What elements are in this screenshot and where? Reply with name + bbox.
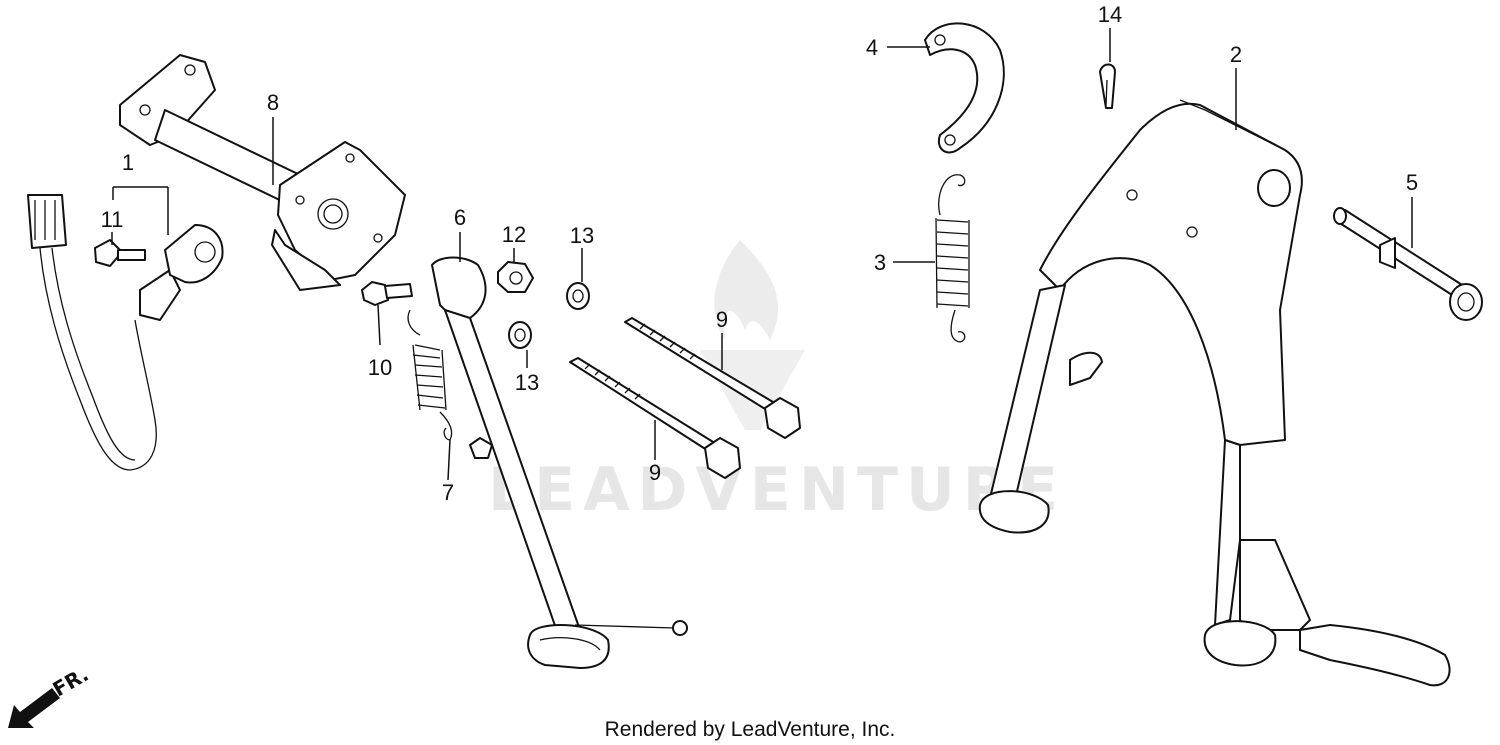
part-13-washer-lower (508, 321, 532, 349)
front-arrow-icon (8, 688, 60, 728)
part-7-spring (407, 309, 453, 441)
part-2-main-stand (978, 99, 1451, 687)
callout-5: 5 (1406, 170, 1418, 195)
part-8-pivot-pipe-bracket (119, 54, 406, 291)
watermark-flame-logo (714, 240, 779, 340)
part-9-bolt-upper (624, 317, 801, 439)
callout-2: 2 (1230, 42, 1242, 67)
callout-3: 3 (874, 250, 886, 275)
callout-14: 14 (1098, 2, 1122, 27)
callout-8: 8 (267, 90, 279, 115)
leader-lines (111, 28, 1413, 481)
callout-13-lower: 13 (515, 370, 539, 395)
part-14-cotter-pin (1099, 63, 1116, 109)
callout-7: 7 (442, 480, 454, 505)
callout-12: 12 (502, 222, 526, 247)
part-3-spring (935, 174, 970, 343)
credit-text: Rendered by LeadVenture, Inc. (605, 718, 896, 741)
part-1-sidestand-switch (27, 194, 224, 471)
callout-9-upper: 9 (716, 307, 728, 332)
part-13-washer-upper (566, 282, 590, 310)
callout-13-upper: 13 (570, 223, 594, 248)
callout-1: 1 (122, 150, 134, 175)
callout-4: 4 (866, 35, 878, 60)
part-12-nut (497, 261, 534, 293)
part-6-side-stand (431, 256, 688, 669)
callout-9-lower: 9 (649, 460, 661, 485)
callout-6: 6 (454, 205, 466, 230)
watermark-text: LEADVENTURE (488, 455, 1066, 525)
part-10-pivot-bolt (361, 281, 413, 306)
front-direction-indicator: FR. (8, 662, 93, 728)
part-4-stopper (924, 22, 1005, 154)
callout-10: 10 (368, 355, 392, 380)
part-9-bolt-lower (569, 357, 741, 479)
callout-11: 11 (101, 207, 124, 232)
part-11-bolt (94, 239, 146, 267)
part-5-pivot-shaft (1333, 207, 1483, 321)
